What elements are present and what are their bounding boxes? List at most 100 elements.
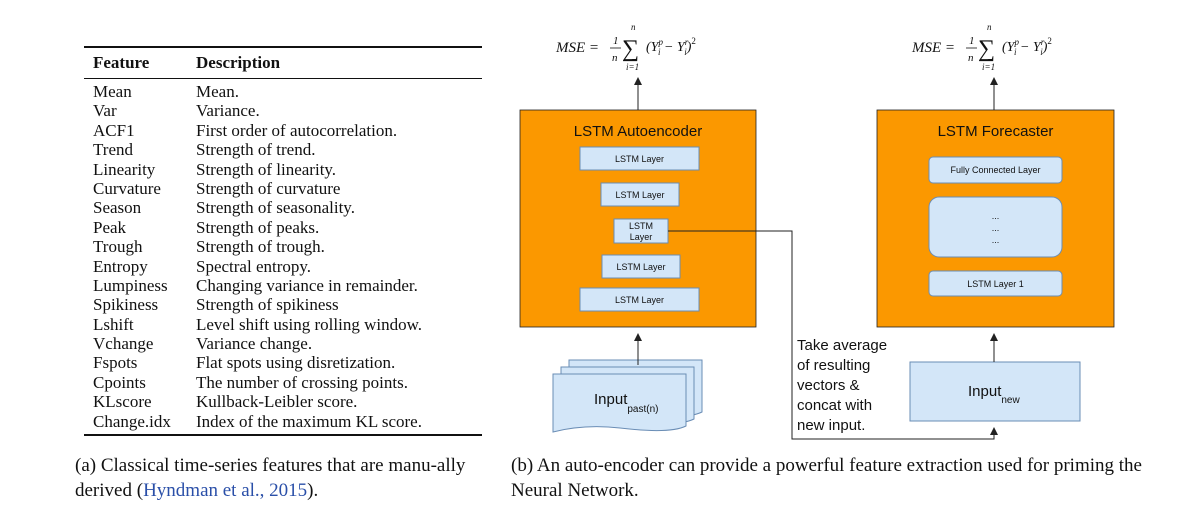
caption-a-suffix: ). [307, 480, 319, 501]
input-new-main: Input [968, 383, 1002, 400]
feature-cell: Lshift [93, 314, 134, 334]
formula-sum-bottom: i=1 [626, 62, 639, 72]
table-row: Lshift Level shift using rolling window. [84, 315, 482, 334]
feature-cell: ACF1 [93, 120, 135, 140]
description-cell: Strength of trend. [196, 140, 316, 160]
feature-cell: Spikiness [93, 295, 159, 315]
input-past-label: Inputpast(n) [594, 391, 659, 415]
ae-layer-5 [579, 287, 700, 312]
input-past-sheet-1 [552, 373, 687, 433]
description-cell: Mean. [196, 82, 239, 101]
feature-cell: Trough [93, 237, 143, 257]
formula-close: ) [1042, 40, 1048, 55]
formula-lhs: MSE = [911, 40, 955, 56]
fc-dots-2: ... [992, 223, 1000, 233]
table-row: Vchange Variance change. [84, 334, 482, 353]
fc-lstm-layer-1 [928, 270, 1063, 297]
fc-hidden-layers [928, 196, 1063, 258]
formula-sq: 2 [1047, 36, 1052, 46]
formula-sum-bottom: i=1 [982, 62, 995, 72]
feature-cell: Lumpiness [93, 275, 168, 295]
description-cell: First order of autocorrelation. [196, 120, 398, 140]
ae-bottleneck-label-1: LSTM [629, 221, 653, 231]
table-row: Trend Strength of trend. [84, 140, 482, 159]
ae-layer-4 [601, 254, 681, 279]
formula-sup-p: p [657, 37, 663, 47]
formula-sup-r: r [685, 37, 689, 47]
fc-dots-3: ... [992, 235, 1000, 245]
input-past-stack: Inputpast(n) [552, 359, 703, 433]
ae-layer-1-label: LSTM Layer [615, 154, 664, 164]
formula-num: 1 [969, 35, 975, 47]
feature-cell: Peak [93, 217, 127, 237]
autoencoder-title: LSTM Autoencoder [574, 123, 702, 140]
table-row: Curvature Strength of curvature [84, 179, 482, 198]
header-feature: Feature [93, 53, 150, 72]
note-line-3: vectors & [797, 377, 860, 394]
ae-layer-2-label: LSTM Layer [615, 190, 664, 200]
formula-sub-i: i [1014, 47, 1017, 57]
description-cell: Index of the maximum KL score. [196, 411, 422, 431]
caption-a: (a) Classical time-series features that … [75, 453, 495, 503]
feature-cell: Change.idx [93, 411, 171, 431]
description-cell: Strength of peaks. [196, 217, 320, 237]
description-cell: Kullback-Leibler score. [196, 392, 358, 412]
caption-b: (b) An auto-encoder can provide a powerf… [511, 455, 1142, 501]
feature-cell: Fspots [93, 353, 138, 373]
description-cell: Variance change. [196, 334, 313, 354]
formula-sup-r: r [1041, 37, 1045, 47]
description-cell: Level shift using rolling window. [196, 314, 423, 334]
formula-sub-i: i [658, 47, 661, 57]
formula-y: (Y [646, 40, 661, 55]
formula-den: n [612, 52, 618, 64]
note-line-5: new input. [797, 417, 866, 434]
description-cell: Spectral entropy. [196, 256, 312, 276]
description-cell: Strength of curvature [196, 178, 341, 198]
ae-layer-5-label: LSTM Layer [615, 295, 664, 305]
description-cell: The number of crossing points. [196, 372, 408, 392]
formula-y: (Y [1002, 40, 1017, 55]
table-row: Lumpiness Changing variance in remainder. [84, 276, 482, 295]
note-line-4: concat with [797, 397, 873, 414]
caption-a-text: (a) Classical time-series features that … [75, 455, 466, 501]
table-bottom-rule [84, 434, 482, 437]
formula-sum-top: n [987, 22, 992, 32]
description-cell: Strength of spikiness [196, 295, 339, 315]
formula-sq: 2 [691, 36, 696, 46]
table-top-rule [84, 46, 482, 48]
citation-link[interactable]: Hyndman et al., 2015 [143, 480, 308, 501]
description-cell: Changing variance in remainder. [196, 275, 418, 295]
formula-sup-p: p [1013, 37, 1019, 47]
ae-layer-1 [579, 146, 700, 171]
concat-note: Take average of resulting vectors & conc… [797, 336, 907, 436]
feature-cell: Vchange [93, 334, 154, 354]
feature-cell: Trend [93, 140, 133, 160]
table-row: Peak Strength of peaks. [84, 218, 482, 237]
description-cell: Strength of seasonality. [196, 198, 355, 218]
note-line-1: Take average [797, 337, 888, 354]
table-row: ACF1 First order of autocorrelation. [84, 121, 482, 140]
table-row: KLscore Kullback-Leibler score. [84, 392, 482, 411]
ae-layer-2 [600, 182, 680, 207]
feature-cell: Curvature [93, 178, 161, 198]
table-header-rule [84, 78, 482, 79]
input-new-sub: new [1001, 395, 1020, 406]
table-header-row: Feature Description [84, 48, 482, 78]
fc-fully-connected-layer [928, 156, 1063, 184]
formula-minus: − Y [1016, 40, 1042, 55]
feature-cell: KLscore [93, 392, 152, 412]
table-row: Change.idx Index of the maximum KL score. [84, 412, 482, 431]
formula-sum: ∑ [622, 36, 639, 62]
